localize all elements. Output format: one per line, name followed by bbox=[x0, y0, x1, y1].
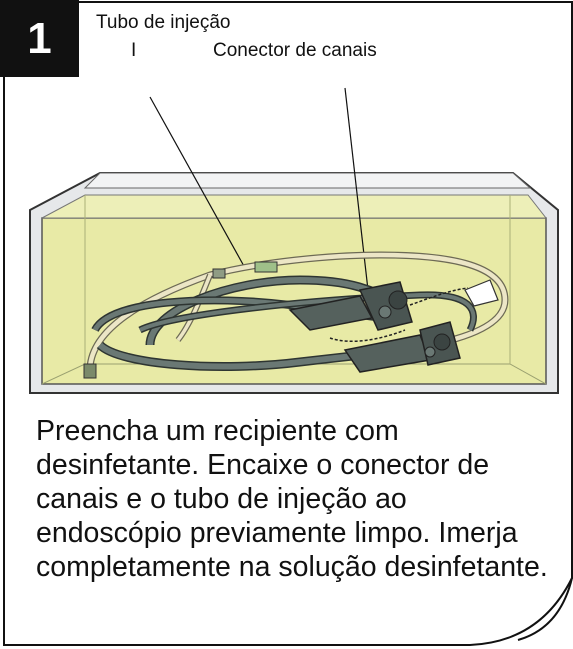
injection-tube bbox=[83, 251, 509, 379]
page-curl bbox=[517, 577, 573, 641]
injection-tube-marker: I bbox=[131, 40, 137, 61]
injection-tube-leader bbox=[149, 96, 246, 269]
step-number-badge: 1 bbox=[0, 0, 79, 77]
injection-tube-label: Tubo de injeção bbox=[96, 12, 231, 33]
channel-connector-label: Conector de canais bbox=[213, 40, 377, 61]
instruction-text: Preencha um recipiente com desinfetante.… bbox=[36, 415, 548, 583]
endoscope bbox=[91, 275, 477, 373]
